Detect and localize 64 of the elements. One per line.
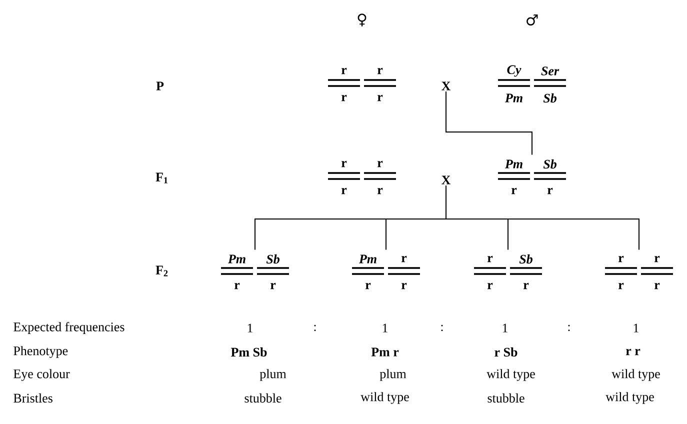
allele-label: Ser — [541, 66, 560, 76]
table-cell: : — [441, 324, 443, 332]
table-cell: wild type — [612, 369, 660, 381]
allele-label: r — [377, 188, 383, 194]
generation-label: P — [156, 82, 164, 90]
allele-label: Sb — [543, 93, 556, 103]
allele-label: r — [341, 68, 347, 74]
allele-label: r — [401, 256, 407, 262]
allele-label: Pm — [228, 254, 246, 264]
row-label: Eye colour — [14, 369, 70, 381]
cross-symbol: X — [442, 176, 451, 184]
allele-label: r — [654, 256, 660, 262]
table-cell: wild type — [360, 392, 409, 404]
allele-label: r — [547, 188, 553, 194]
table-cell: 1 — [502, 324, 508, 332]
table-cell: 1 — [248, 324, 252, 332]
allele-label: Pm — [358, 254, 376, 264]
cross-symbol: X — [442, 82, 451, 90]
allele-label: r — [341, 188, 347, 194]
female-symbol: ♀ — [358, 14, 366, 26]
allele-label: r — [365, 282, 371, 290]
allele-label: r — [234, 282, 240, 290]
table-cell: 1 — [382, 324, 388, 332]
generation-label: F$_{1}$ — [156, 172, 168, 184]
allele-label: Pm — [504, 94, 522, 102]
table-cell: plum — [260, 369, 286, 381]
allele-label: r — [341, 160, 347, 168]
table-cell: Pm Sb — [230, 347, 267, 357]
allele-label: r — [341, 94, 347, 102]
connector-line — [446, 90, 532, 156]
allele-label: Sb — [519, 254, 532, 264]
allele-label: r — [377, 94, 383, 102]
allele-label: r — [401, 282, 407, 290]
connector-line — [446, 184, 640, 250]
row-label: Phenotype — [14, 346, 68, 358]
allele-label: r — [511, 188, 517, 194]
generation-label: F$_{2}$ — [156, 266, 168, 276]
table-cell: stubble — [488, 393, 524, 403]
allele-label: Sb — [543, 159, 556, 169]
allele-label: Cy — [507, 65, 522, 77]
table-cell: Pm r — [371, 348, 399, 356]
table-cell: stubble — [244, 393, 282, 403]
allele-label: r — [654, 282, 660, 290]
allele-label: r — [523, 282, 529, 290]
row-label: Bristles — [14, 393, 52, 403]
table-cell: : — [314, 324, 316, 332]
allele-label: r — [377, 68, 383, 74]
male-symbol: ♂ — [526, 14, 538, 26]
table-cell: wild type — [606, 392, 654, 404]
allele-label: r — [487, 256, 493, 262]
row-label: Expected frequencies — [14, 322, 124, 334]
allele-label: r — [618, 282, 624, 290]
allele-label: r — [377, 160, 383, 168]
allele-label: Pm — [504, 160, 522, 168]
table-cell: r Sb — [494, 347, 518, 357]
allele-label: r — [618, 256, 624, 262]
allele-label: r — [270, 282, 276, 290]
table-cell: r r — [626, 348, 640, 356]
table-cell: plum — [380, 369, 406, 381]
table-cell: 1 — [634, 324, 638, 332]
table-cell: wild type — [486, 369, 535, 381]
table-cell: : — [568, 324, 570, 332]
allele-label: Sb — [266, 254, 280, 264]
allele-label: r — [487, 282, 493, 290]
